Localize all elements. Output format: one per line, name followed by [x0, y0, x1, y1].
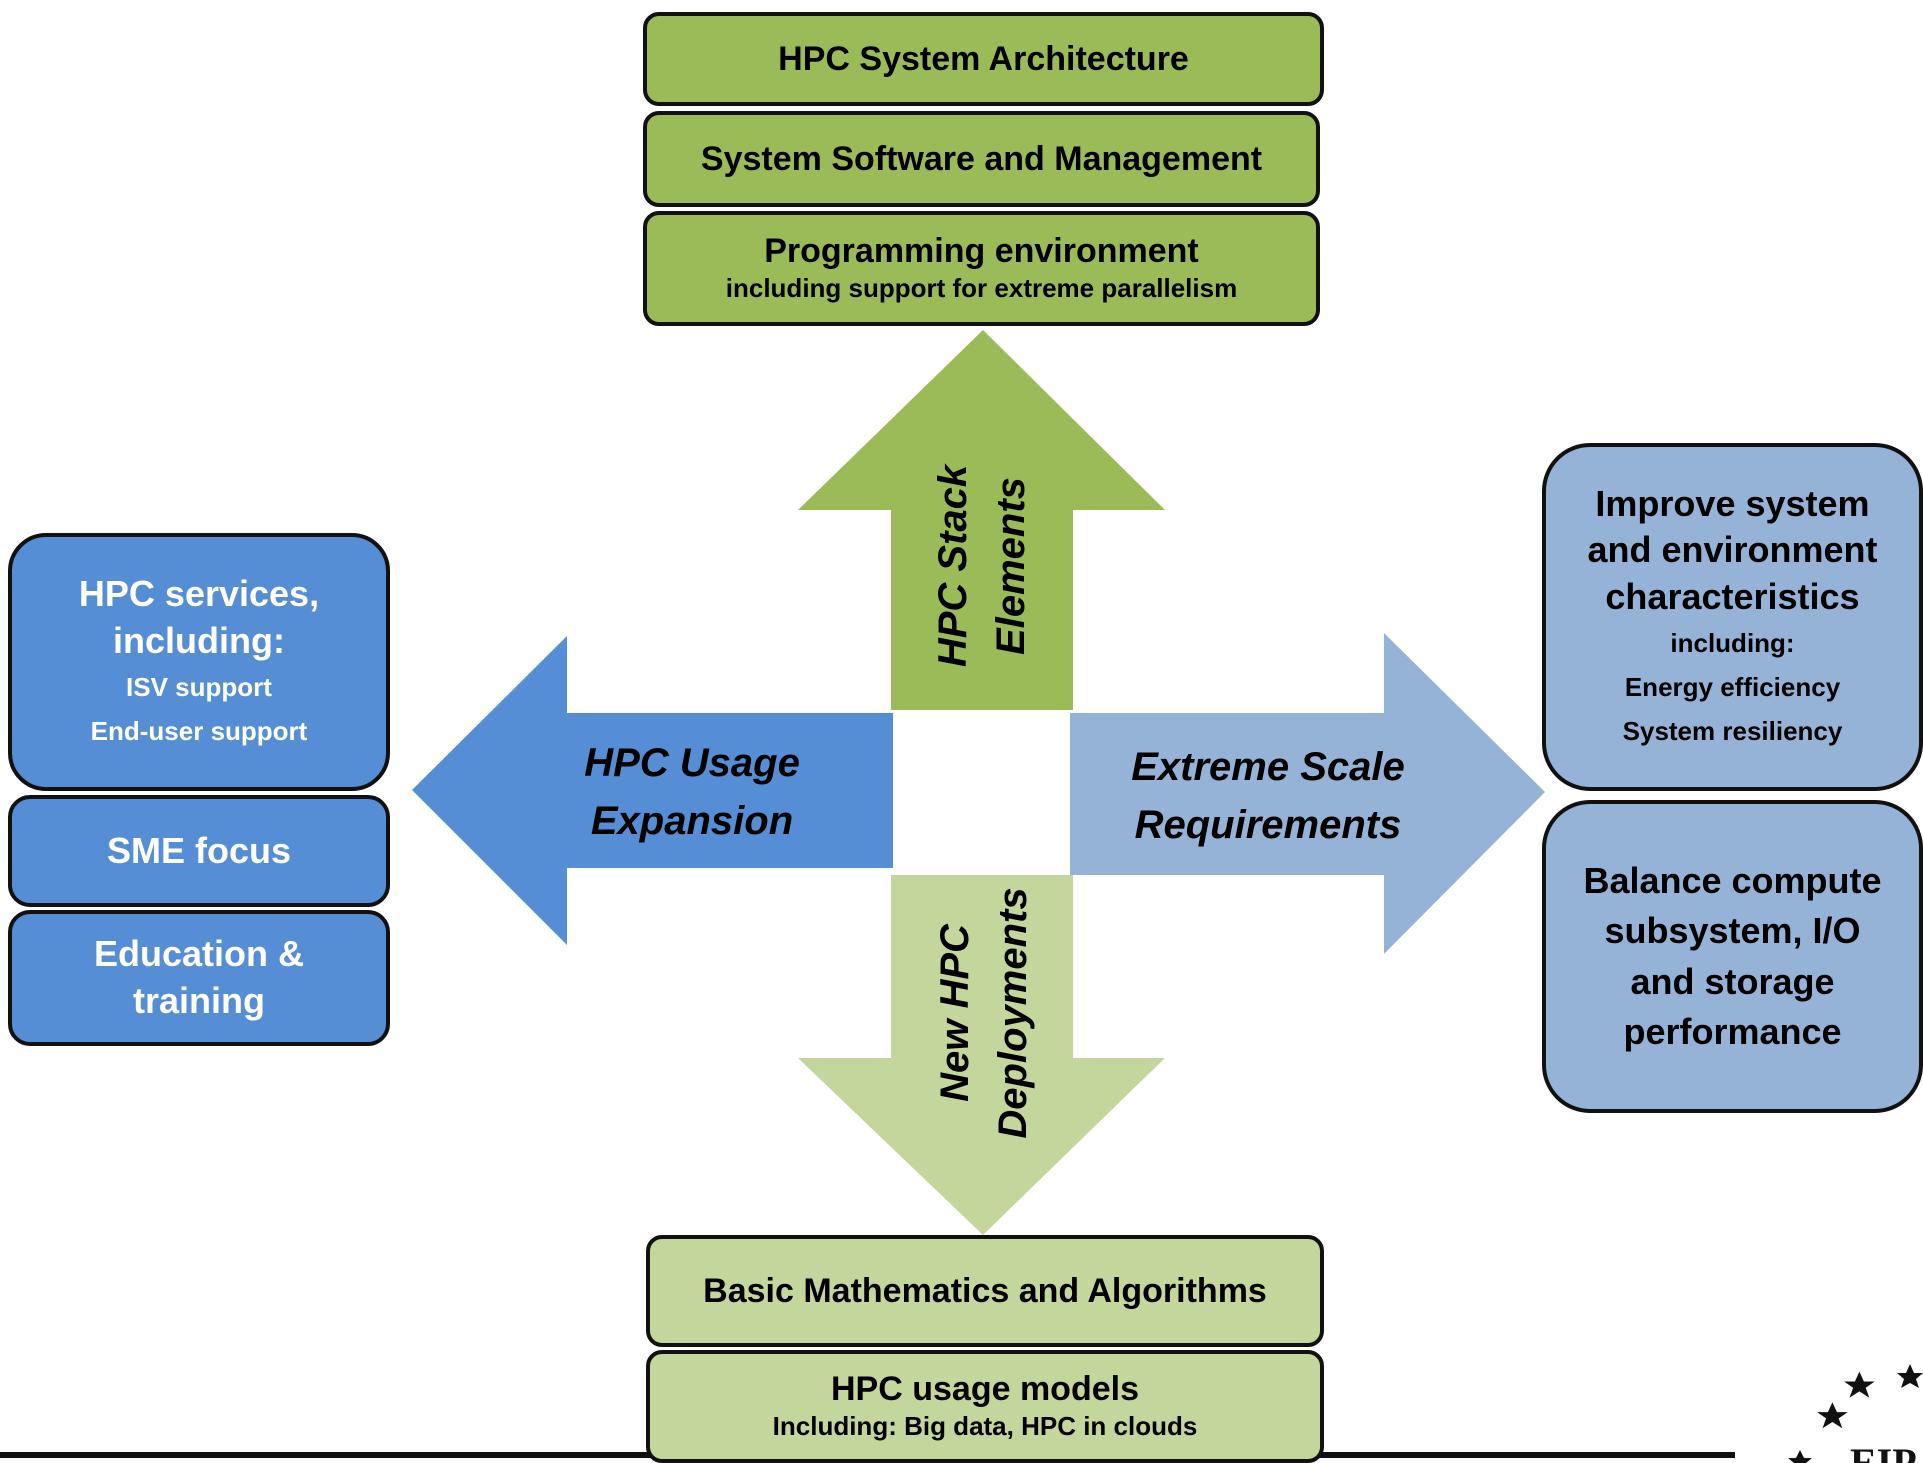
hpc-services-item-end-user: End-user support — [90, 715, 308, 746]
sme-focus-label: SME focus — [106, 829, 292, 871]
education-line2: training — [133, 980, 265, 1021]
arrow-up-line2: Elements — [989, 477, 1033, 655]
arrow-left-label: HPC Usage Expansion — [584, 734, 800, 850]
arrow-left-line1: HPC Usage — [584, 741, 800, 785]
improve-sub: including: — [1670, 627, 1795, 658]
hpc-usage-models-title: HPC usage models — [831, 1369, 1139, 1408]
hpc-system-architecture-box: HPC System Architecture — [643, 12, 1324, 106]
improve-line3: characteristics — [1605, 576, 1860, 618]
balance-compute-box: Balance compute subsystem, I/O and stora… — [1542, 800, 1923, 1113]
arrow-right-line1: Extreme Scale — [1131, 745, 1405, 789]
hpc-services-line1: HPC services, — [78, 573, 320, 615]
programming-environment-sub: including support for extreme parallelis… — [725, 273, 1238, 304]
system-software-label: System Software and Management — [700, 139, 1263, 178]
basic-math-box: Basic Mathematics and Algorithms — [646, 1235, 1324, 1347]
logo-text-fragment: EIP — [1850, 1440, 1917, 1463]
improve-line1: Improve system — [1595, 482, 1870, 524]
arrow-right-label: Extreme Scale Requirements — [1131, 738, 1405, 854]
hpc-usage-models-sub: Including: Big data, HPC in clouds — [772, 1411, 1198, 1442]
arrow-left-line2: Expansion — [590, 799, 794, 843]
arrow-right — [1070, 633, 1545, 954]
improve-line2: and environment — [1587, 529, 1878, 571]
programming-environment-box: Programming environment including suppor… — [643, 211, 1320, 326]
arrow-right-line2: Requirements — [1134, 803, 1402, 847]
arrow-down-label: New HPC Deployments — [926, 887, 1042, 1138]
improve-item-energy: Energy efficiency — [1624, 672, 1841, 703]
basic-math-label: Basic Mathematics and Algorithms — [703, 1271, 1267, 1310]
sme-focus-box: SME focus — [8, 795, 390, 907]
education-line1: Education & — [93, 933, 304, 975]
hpc-system-architecture-label: HPC System Architecture — [778, 39, 1189, 78]
hpc-services-item-isv: ISV support — [126, 671, 272, 702]
arrow-left — [412, 636, 893, 945]
hpc-usage-models-box: HPC usage models Including: Big data, HP… — [646, 1350, 1324, 1463]
arrow-up-line1: HPC Stack — [931, 464, 975, 668]
balance-line2: subsystem, I/O — [1604, 910, 1861, 952]
logo-stars-icon — [1788, 1364, 1923, 1463]
balance-line4: performance — [1623, 1010, 1842, 1052]
programming-environment-title: Programming environment — [764, 231, 1199, 270]
system-software-box: System Software and Management — [643, 111, 1320, 207]
balance-line3: and storage — [1630, 960, 1835, 1002]
arrow-up-label: HPC Stack Elements — [924, 465, 1040, 667]
arrow-up — [798, 330, 1165, 710]
hpc-services-box: HPC services, including: ISV support End… — [8, 533, 390, 791]
improve-item-resiliency: System resiliency — [1622, 716, 1843, 747]
education-training-box: Education & training — [8, 910, 390, 1046]
arrow-down-line1: New HPC — [933, 924, 977, 1102]
arrow-down — [798, 875, 1165, 1235]
improve-system-box: Improve system and environment character… — [1542, 443, 1923, 791]
arrow-down-line2: Deployments — [991, 887, 1035, 1139]
balance-line1: Balance compute — [1583, 859, 1882, 901]
hpc-services-line2: including: — [113, 619, 285, 661]
